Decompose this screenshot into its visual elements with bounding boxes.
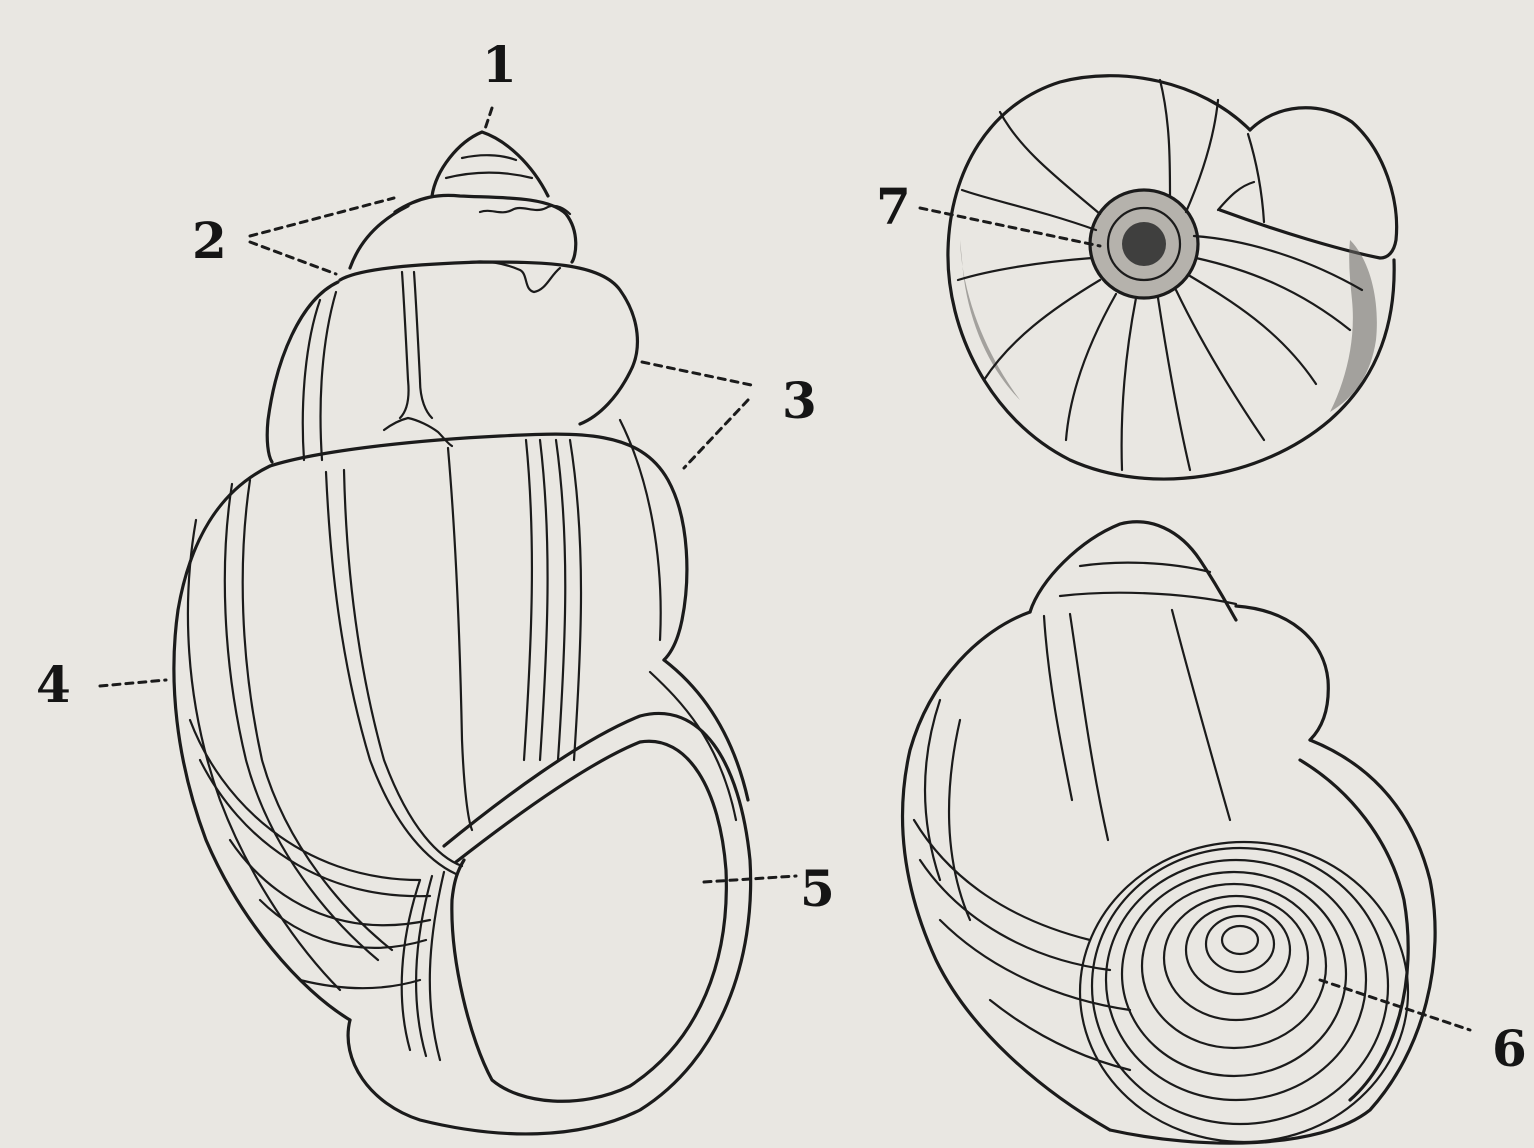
operculum-aperture [1110,740,1435,1143]
label-1: 1 [482,35,517,94]
label-5: 5 [800,859,835,918]
leader-3a [642,362,756,386]
label-2: 2 [192,211,227,270]
leader-lines [100,108,1470,1030]
leader-6 [1320,980,1470,1030]
label-3: 3 [782,371,817,430]
apex-whorl [432,132,548,196]
shell-side-view [174,132,751,1134]
body-whorl [270,434,687,660]
umbilicus-center [1122,222,1166,266]
second-whorl [395,195,576,262]
labels: 1 2 3 4 5 6 7 [36,35,1527,1078]
shell-umbilical-view [948,76,1397,479]
third-whorl [340,262,637,424]
label-7: 7 [876,177,911,236]
label-4: 4 [36,655,71,714]
leader-1 [484,108,492,132]
label-6: 6 [1492,1019,1527,1078]
leader-4 [100,680,166,686]
leader-3b [684,400,748,468]
shell-operculum-view [902,522,1435,1143]
leader-2b [250,242,336,274]
